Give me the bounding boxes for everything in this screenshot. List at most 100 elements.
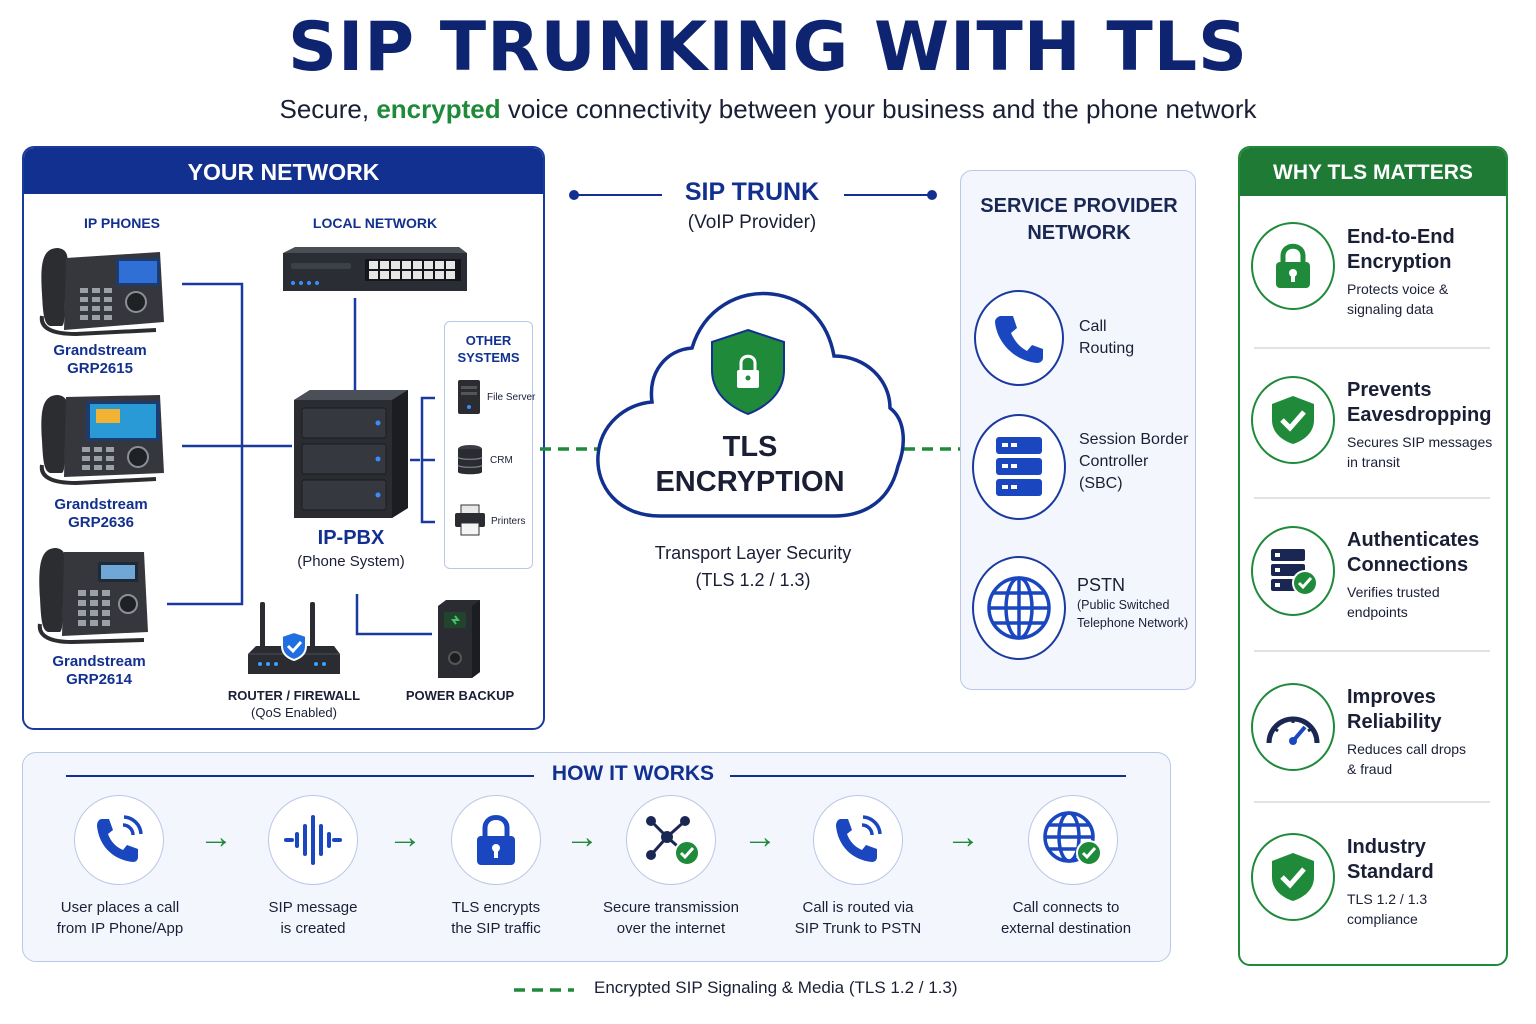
server-rack-icon	[996, 437, 1042, 496]
why-item-5-title-line1: Industry	[1347, 836, 1426, 858]
step-2-line1: SIP message	[268, 899, 358, 916]
tls-cloud	[596, 291, 905, 518]
phone-call-icon	[836, 815, 882, 862]
other-systems-box	[444, 321, 533, 569]
step-1-line1: User places a call	[60, 899, 180, 916]
phone-1-brand: Grandstream	[53, 342, 147, 359]
why-item-3-title-line2: Connections	[1347, 554, 1469, 576]
network-check-icon	[646, 816, 700, 866]
subtitle-highlight: encrypted	[376, 94, 501, 124]
service-provider-title: SERVICE PROVIDER NETWORK	[960, 193, 1198, 247]
why-item-3-desc-line2: endpoints	[1347, 604, 1408, 620]
why-item-1-text: End-to-End Encryption Protects voice & s…	[1347, 225, 1502, 319]
tls-caption-line2: (TLS 1.2 / 1.3)	[695, 570, 811, 590]
why-item-2-icon-circle	[1251, 376, 1335, 464]
step-arrow-4: →	[743, 818, 777, 856]
why-item-5-icon-circle	[1251, 833, 1335, 921]
pstn-sub-line2: Telephone Network)	[1077, 616, 1189, 630]
how-it-works-rules	[66, 775, 1126, 777]
phone-icon	[995, 316, 1043, 363]
phone-call-icon	[97, 815, 143, 862]
globe-check-icon	[1043, 811, 1102, 866]
step-arrow-2: →	[388, 818, 422, 856]
why-item-5-desc-line2: compliance	[1347, 911, 1418, 927]
step-6-text: Call connects to external destination	[983, 897, 1149, 939]
call-routing-label: Call Routing	[1079, 316, 1189, 360]
why-item-5-text: Industry Standard TLS 1.2 / 1.3 complian…	[1347, 835, 1507, 929]
why-item-2-desc-line1: Secures SIP messages	[1347, 434, 1493, 450]
step-5-line1: Call is routed via	[802, 899, 914, 916]
why-item-4-desc-line1: Reduces call drops	[1347, 741, 1467, 757]
sip-trunk-connector	[569, 190, 937, 200]
globe-icon	[987, 576, 1051, 640]
phone-3-brand: Grandstream	[52, 653, 146, 670]
subtitle-prefix: Secure,	[279, 94, 370, 124]
your-network-header: YOUR NETWORK	[24, 148, 543, 194]
legend-dashed-line	[514, 988, 574, 992]
shield-check-icon	[1272, 396, 1314, 444]
step-4-text: Secure transmission over the internet	[589, 897, 753, 939]
desk-phone-icon	[39, 248, 164, 336]
phone-2-model: GRP2636	[68, 514, 134, 531]
why-item-2-title-line2: Eavesdropping	[1347, 404, 1492, 426]
pstn-sub-line1: (Public Switched	[1077, 598, 1170, 612]
sbc-icon-circle	[972, 414, 1066, 520]
why-item-5-desc-line1: TLS 1.2 / 1.3	[1347, 891, 1428, 907]
tls-caption-line1: Transport Layer Security	[654, 543, 852, 563]
service-provider-title-line2: NETWORK	[1027, 222, 1131, 244]
router-icon	[248, 602, 340, 674]
why-item-4-text: Improves Reliability Reduces call drops …	[1347, 685, 1507, 779]
why-item-2-text: Prevents Eavesdropping Secures SIP messa…	[1347, 378, 1507, 472]
step-arrow-5: →	[946, 818, 980, 856]
step-3-text: TLS encrypts the SIP traffic	[421, 897, 571, 939]
padlock-icon	[1276, 243, 1310, 288]
step-5-icon-circle	[813, 795, 903, 885]
step-5-text: Call is routed via SIP Trunk to PSTN	[778, 897, 938, 939]
step-2-line2: is created	[280, 920, 346, 937]
call-routing-line1: Call	[1079, 318, 1107, 335]
step-1-text: User places a call from IP Phone/App	[40, 897, 200, 939]
network-switch-icon	[283, 247, 467, 291]
file-server-label: File Server	[487, 392, 536, 403]
step-6-line1: Call connects to	[1012, 899, 1120, 916]
page-title: SIP TRUNKING WITH TLS	[287, 8, 1249, 87]
step-3-line2: the SIP traffic	[451, 920, 541, 937]
why-item-1-desc-line2: signaling data	[1347, 301, 1434, 317]
why-item-4-icon-circle	[1251, 683, 1335, 771]
sip-trunk-title: SIP TRUNK	[684, 178, 820, 206]
phone-1-name: Grandstream GRP2615	[40, 342, 160, 378]
step-4-icon-circle	[626, 795, 716, 885]
pbx-sublabel: (Phone System)	[297, 553, 405, 570]
subtitle-suffix: voice connectivity between your business…	[507, 94, 1257, 124]
why-item-4-title-line1: Improves	[1347, 686, 1436, 708]
local-network-label: LOCAL NETWORK	[312, 215, 438, 231]
why-item-3-desc-line1: Verifies trusted	[1347, 584, 1440, 600]
why-item-2-title-line1: Prevents	[1347, 379, 1432, 401]
tls-label-line2: ENCRYPTION	[655, 466, 845, 498]
tls-label-line1: TLS	[722, 431, 778, 463]
other-systems-title: OTHER SYSTEMS	[444, 332, 533, 366]
step-arrow-3: →	[565, 818, 599, 856]
step-2-icon-circle	[268, 795, 358, 885]
why-item-1-title-line1: End-to-End	[1347, 226, 1455, 248]
power-backup-label: POWER BACKUP	[405, 688, 515, 703]
phone-1-model: GRP2615	[67, 360, 133, 377]
server-check-icon	[1271, 549, 1318, 596]
desk-phone-icon	[39, 395, 164, 486]
why-item-1-desc-line1: Protects voice &	[1347, 281, 1449, 297]
step-4-line2: over the internet	[616, 920, 726, 937]
why-tls-dividers	[1254, 347, 1490, 803]
gauge-icon	[1266, 716, 1320, 745]
desk-phone-icon	[37, 548, 148, 644]
why-item-1-title-line2: Encryption	[1347, 251, 1452, 273]
router-sublabel: (QoS Enabled)	[251, 705, 337, 720]
why-item-3-text: Authenticates Connections Verifies trust…	[1347, 528, 1507, 622]
why-item-1-icon-circle	[1251, 222, 1335, 310]
why-item-3-icon-circle	[1251, 526, 1335, 616]
ip-phones-label: IP PHONES	[84, 215, 160, 231]
sound-wave-icon	[284, 815, 342, 865]
why-item-2-desc-line2: in transit	[1347, 454, 1400, 470]
pstn-label: PSTN (Public Switched Telephone Network)	[1077, 574, 1192, 632]
phone-2-name: Grandstream GRP2636	[40, 496, 162, 532]
ups-icon	[438, 600, 480, 678]
